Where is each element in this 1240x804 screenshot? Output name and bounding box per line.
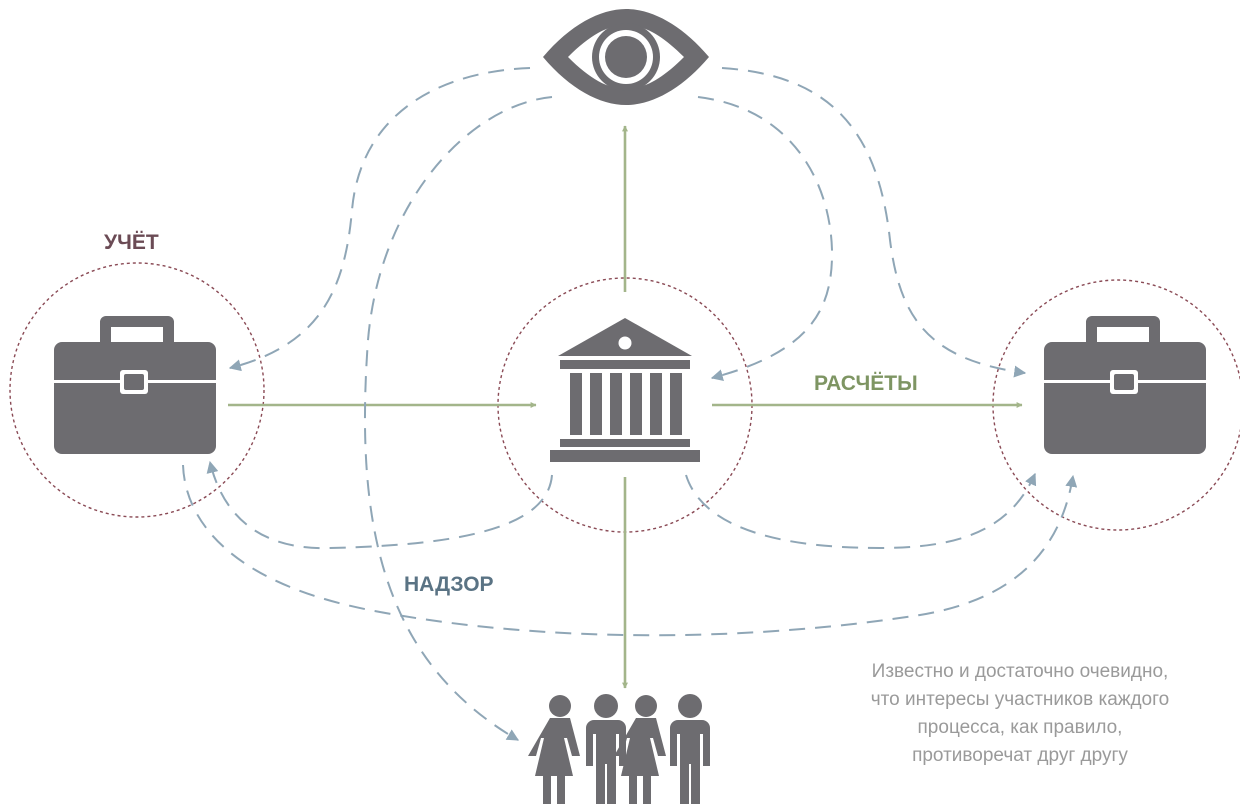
dashed-left-to-right — [182, 464, 1078, 637]
bank-icon — [550, 318, 700, 462]
dashed-eye-to-bank — [697, 96, 834, 382]
dashed-bank-to-right — [685, 472, 1037, 550]
dashed-eye-to-right — [721, 67, 1027, 378]
green-arrows — [228, 125, 1023, 689]
caption-line: что интересы участников каждого — [870, 689, 1170, 710]
caption-text: Известно и достаточно очевидно, что инте… — [840, 658, 1200, 770]
label-accounting: УЧЁТ — [104, 231, 159, 254]
people-icon — [528, 694, 710, 804]
briefcase-left-icon — [54, 316, 216, 454]
dashed-eye-to-left — [228, 67, 531, 372]
eye-icon — [543, 9, 709, 105]
caption-line: Известно и достаточно очевидно, — [871, 661, 1169, 682]
circle-left-company — [9, 262, 265, 518]
label-settlements: РАСЧЁТЫ — [814, 372, 918, 395]
briefcase-right-icon — [1044, 316, 1206, 454]
label-supervision: НАДЗОР — [404, 573, 494, 596]
caption-line: процесса, как правило, — [917, 717, 1123, 738]
dashed-bank-to-left — [206, 460, 553, 550]
dashed-eye-to-people — [363, 96, 553, 741]
caption-line: противоречат друг другу — [912, 745, 1128, 766]
dashed-arrows — [182, 67, 1078, 741]
